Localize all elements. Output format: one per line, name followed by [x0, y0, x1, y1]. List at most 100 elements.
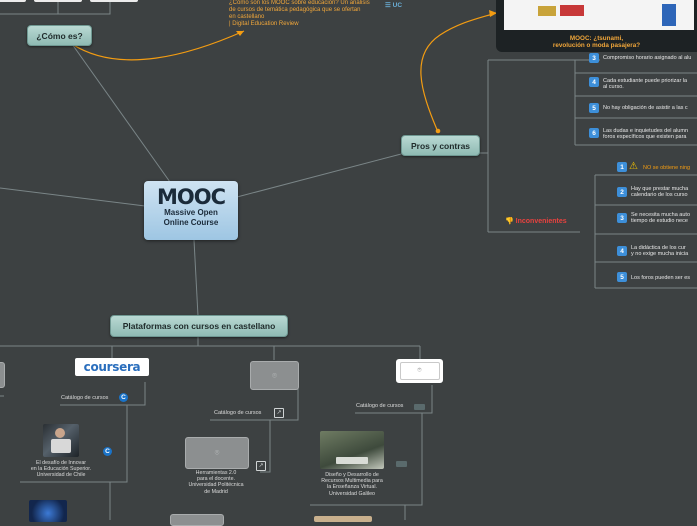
platform-badge-icon[interactable] — [414, 404, 425, 410]
topic-label: Plataformas con cursos en castellano — [122, 321, 276, 331]
con-item-cont: tiempo de estudio nece — [631, 218, 688, 224]
image-placeholder[interactable] — [0, 362, 5, 388]
warning-icon: ⚠ — [629, 161, 638, 172]
coursera-icon[interactable]: C — [119, 393, 128, 402]
caption-line: Herramientas 2.0 — [195, 470, 237, 476]
caption-line: la Enseñanza Virtual. — [327, 484, 377, 491]
orange-connector-article — [71, 30, 245, 61]
catalog-link[interactable]: Catálogo de cursos — [214, 410, 262, 416]
image-thumbnail — [504, 0, 694, 30]
coursera-icon[interactable]: C — [103, 447, 112, 456]
connector-como-es — [71, 43, 171, 183]
partial-node[interactable] — [34, 0, 82, 2]
connector-plataformas — [193, 239, 199, 317]
image-figure — [51, 439, 71, 453]
topic-plataformas[interactable]: Plataformas con cursos en castellano — [110, 315, 288, 337]
con-item[interactable]: Se necesita mucha auto — [631, 212, 691, 218]
number-badge: 5 — [617, 272, 627, 282]
topic-label: ¿Cómo es? — [36, 30, 83, 41]
connector-pros — [236, 152, 406, 198]
number-badge: 5 — [589, 103, 599, 113]
pro-item-cont: al curso. — [603, 84, 624, 90]
catalog-link[interactable]: Catálogo de cursos — [61, 395, 109, 401]
caption-line: Diseño y Desarrollo de — [325, 472, 379, 478]
image-logo-shape — [662, 4, 676, 26]
con-item[interactable]: La didáctica de los cur — [631, 245, 686, 251]
image-placeholder[interactable]: ⌾ — [250, 361, 299, 390]
partial-node[interactable] — [90, 0, 138, 2]
image-caption: MOOC: ¿tsunami, revolución o moda pasaje… — [496, 35, 697, 49]
external-link-icon[interactable]: ↗ — [256, 461, 266, 471]
image-placeholder-white[interactable]: ⌾ — [396, 359, 443, 383]
article-line: en castellano — [229, 14, 265, 20]
image-placeholder[interactable]: ⌾ — [185, 437, 249, 469]
central-topic-mooc[interactable]: MOOC Massive Open Online Course — [144, 181, 238, 240]
topic-label: Pros y contras — [410, 140, 471, 151]
number-badge: 6 — [589, 128, 599, 138]
image-partial[interactable] — [314, 516, 372, 522]
number-badge: 1 — [617, 162, 627, 172]
con-item-cont: calendario de los curso — [631, 192, 688, 198]
article-tag[interactable]: ☰ UC — [385, 1, 402, 9]
number-badge: 3 — [589, 53, 599, 63]
number-badge: 4 — [589, 77, 599, 87]
article-tag-label: UC — [392, 2, 403, 9]
coursera-logo[interactable]: coursera — [75, 358, 149, 376]
mooc-logo: MOOC — [156, 185, 226, 209]
camera-icon: ⌾ — [214, 448, 220, 457]
image-logo-shape — [560, 5, 584, 16]
number-badge: 3 — [617, 213, 627, 223]
camera-icon: ⌾ — [399, 362, 440, 380]
course-caption[interactable]: Herramientas 2.0 para el docente. Univer… — [180, 470, 252, 495]
pro-item[interactable]: Compromiso horario asignado al alu — [603, 55, 692, 61]
brain-image[interactable] — [29, 500, 67, 522]
pro-item[interactable]: No hay obligación de asistir a las c — [603, 105, 688, 111]
article-note[interactable]: ¿Cómo son los MOOC sobre educación? Un a… — [229, 0, 370, 28]
connector-left — [0, 187, 146, 207]
number-badge: 2 — [617, 187, 627, 197]
image-logo-shape — [538, 6, 556, 16]
caption-line: MOOC: ¿tsunami, — [569, 35, 624, 42]
topic-como-es[interactable]: ¿Cómo es? — [27, 25, 92, 46]
number-badge: 4 — [617, 246, 627, 256]
caption-line: Universidad Galileo — [329, 490, 375, 497]
coursera-logo-text: coursera — [83, 360, 141, 374]
course-caption[interactable]: Diseño y Desarrollo de Recursos Multimed… — [313, 472, 391, 497]
topic-pros-contras[interactable]: Pros y contras — [401, 135, 480, 156]
caption-line: Recursos Multimedia para — [321, 478, 383, 485]
article-line: ¿Cómo son los MOOC sobre educación? Un a… — [229, 0, 370, 6]
thumbs-down-icon: 👎 — [505, 218, 514, 225]
catalog-link[interactable]: Catálogo de cursos — [356, 403, 404, 409]
caption-line: El desafío de Innovar — [35, 460, 87, 466]
innovar-image[interactable] — [43, 424, 79, 457]
inconvenientes-node[interactable]: 👎 Inconvenientes — [505, 217, 567, 225]
orange-connector-image — [420, 12, 497, 133]
article-line: | Digital Education Review — [229, 21, 299, 27]
con-item-cont: y no exige mucha inicia — [631, 251, 689, 257]
con-item[interactable]: NO se obtiene ning — [643, 165, 691, 171]
article-line: de cursos de temática pedagógica que se … — [229, 7, 361, 13]
pro-item[interactable]: Cada estudiante puede priorizar la — [603, 78, 688, 84]
course-caption[interactable]: El desafío de Innovar en la Educación Su… — [26, 460, 96, 479]
caption-line: de Madrid — [204, 488, 228, 495]
pro-item[interactable]: Las dudas e inquietudes del alumn — [603, 128, 689, 134]
list-icon: ☰ — [385, 2, 393, 9]
platform-badge-icon[interactable] — [396, 461, 407, 467]
con-item[interactable]: Hay que prestar mucha — [631, 186, 689, 192]
inconvenientes-label: Inconvenientes — [515, 218, 567, 225]
pro-item-cont: foros específicos que existen para — [603, 134, 687, 140]
caption-line: en la Educación Superior. — [30, 466, 92, 473]
partial-node[interactable] — [0, 0, 26, 2]
image-placeholder[interactable] — [170, 514, 224, 526]
caption-line: para el docente. — [197, 476, 235, 483]
caption-line: Universidad de Chile — [36, 472, 86, 479]
image-mooc-tsunami[interactable]: MOOC: ¿tsunami, revolución o moda pasaje… — [496, 0, 697, 52]
caption-line: revolución o moda pasajera? — [552, 42, 641, 49]
con-item[interactable]: Los foros pueden ser es — [631, 275, 691, 281]
central-line: Massive Open — [164, 208, 218, 217]
external-link-icon[interactable]: ↗ — [274, 408, 284, 418]
central-line: Online Course — [163, 218, 219, 227]
diseno-image[interactable] — [320, 431, 384, 469]
